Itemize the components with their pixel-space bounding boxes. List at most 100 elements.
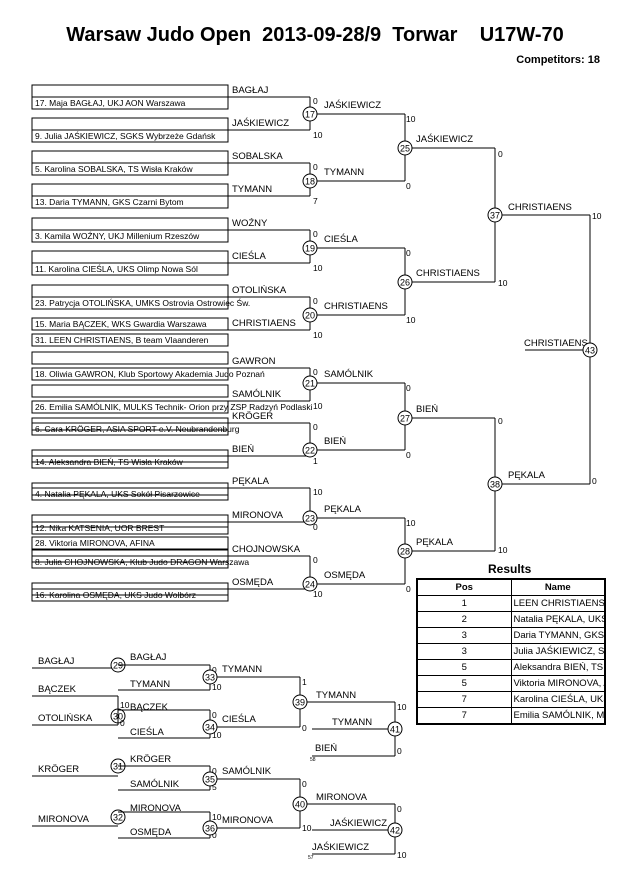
winner-name: BIEŃ <box>416 404 438 415</box>
entry-box <box>31 96 229 110</box>
score: 58 <box>310 757 316 763</box>
winner-name: PĘKALA <box>508 470 546 481</box>
score: 0 <box>313 555 318 565</box>
score: 10 <box>313 401 323 411</box>
match-number: 39 <box>295 697 305 707</box>
match-number: 28 <box>400 546 410 556</box>
score: 0 <box>406 450 411 460</box>
score: 10 <box>313 263 323 273</box>
competitor-name: OTOLIŃSKA <box>38 713 93 724</box>
score: 0 <box>212 766 217 776</box>
match-number: 20 <box>305 310 315 320</box>
match-circle <box>397 274 413 290</box>
competitor-name: SOBALSKA <box>232 151 283 162</box>
match-number: 18 <box>305 176 315 186</box>
winner-name: CIEŚLA <box>324 233 358 245</box>
match-number: 32 <box>113 812 123 822</box>
entry-box <box>31 217 229 231</box>
entry-name: 17. Maja BAGŁAJ, UKJ AON Warszawa <box>35 98 186 108</box>
match-number: 42 <box>390 825 400 835</box>
match-number: 36 <box>205 823 215 833</box>
score: 10 <box>592 211 602 221</box>
result-name: Aleksandra BIEŃ, TS Wisła Kraków <box>510 659 606 676</box>
score: 0 <box>498 416 503 426</box>
score: 10 <box>498 278 508 288</box>
score: 10 <box>313 130 323 140</box>
score: 0 <box>302 779 307 789</box>
match-circle <box>302 173 318 189</box>
winner-name: TYMANN <box>332 717 372 728</box>
score: 0 <box>212 665 217 675</box>
competitor-name: BAGŁAJ <box>232 85 269 96</box>
match-number: 38 <box>490 479 500 489</box>
entry-box <box>31 384 229 398</box>
competitor-name: MIRONOVA <box>38 814 90 825</box>
column-header-name: Name <box>510 578 606 596</box>
match-number: 34 <box>205 722 215 732</box>
winner-name: PĘKALA <box>416 537 454 548</box>
score: 57 <box>308 855 314 861</box>
winner-name: MIRONOVA <box>222 815 274 826</box>
winner-name: MIRONOVA <box>316 792 368 803</box>
match-circle <box>202 820 218 836</box>
winner-name: JAŚKIEWICZ <box>416 133 473 145</box>
entry-name: 11. Karolina CIEŚLA, UKS Olimp Nowa Sól <box>35 263 198 274</box>
score: 0 <box>592 476 597 486</box>
score: 10 <box>313 330 323 340</box>
entry-name: 26. Emilia SAMÓLNIK, MULKS Technik- Orio… <box>35 402 313 412</box>
match-circle <box>387 721 403 737</box>
score: 10 <box>498 545 508 555</box>
winner-name: PĘKALA <box>324 504 362 515</box>
match-number: 17 <box>305 109 315 119</box>
match-number: 19 <box>305 243 315 253</box>
results-heading: Results <box>488 562 532 576</box>
entry-box <box>31 262 229 276</box>
winner-name: JAŚKIEWICZ <box>330 817 387 829</box>
competitor-name: KRÖGER <box>38 764 79 775</box>
competitor-name: OSMĘDA <box>232 577 274 588</box>
entry-name: 8. Julia CHOJNOWSKA, Klub Judo DRAGON Wa… <box>35 557 249 567</box>
result-pos: 7 <box>416 707 512 725</box>
result-pos: 1 <box>416 595 512 612</box>
score: 10 <box>397 702 407 712</box>
competitor-name: SAMÓLNIK <box>232 389 282 400</box>
result-pos: 5 <box>416 659 512 676</box>
winner-name: CHRISTIAENS <box>324 301 388 312</box>
result-name: Karolina CIEŚLA, UKS Olimp Nowa S <box>510 691 606 708</box>
entry-name: 13. Daria TYMANN, GKS Czarni Bytom <box>35 197 184 207</box>
competitor-name: KRÖGER <box>130 754 171 765</box>
winner-name: CHRISTIAENS <box>524 338 588 349</box>
competitor-name: GAWRON <box>232 356 276 367</box>
competitors-count: Competitors: 18 <box>516 54 600 66</box>
score: 10 <box>406 518 416 528</box>
result-name: LEEN CHRISTIAENS, B team Vlaand <box>510 595 606 612</box>
page-title: Warsaw Judo Open 2013-09-28/9 Torwar U17… <box>66 24 564 46</box>
match-circle <box>202 719 218 735</box>
match-circle <box>397 140 413 156</box>
entry-box <box>31 162 229 176</box>
match-number: 43 <box>585 345 595 355</box>
match-circle <box>582 342 598 358</box>
entry-name: 6. Cara KRÖGER, ASIA SPORT e.V. Neubrand… <box>35 424 240 434</box>
match-circle <box>302 307 318 323</box>
competitor-name: TYMANN <box>130 679 170 690</box>
entry-name: 31. LEEN CHRISTIAENS, B team Vlaanderen <box>35 335 209 345</box>
entry-box <box>31 400 229 414</box>
competitor-name: BAGŁAJ <box>38 656 75 667</box>
entry-name: 12. Nika KATSENIA, UOR BREST <box>35 523 164 533</box>
entry-box <box>31 229 229 243</box>
entry-box <box>31 487 229 501</box>
match-number: 23 <box>305 513 315 523</box>
score: 10 <box>302 823 312 833</box>
score: 10 <box>313 487 323 497</box>
score: 5 <box>212 782 217 792</box>
competitor-name: TYMANN <box>232 184 272 195</box>
score: 0 <box>313 96 318 106</box>
result-pos: 2 <box>416 611 512 628</box>
results-header-row: Pos Name <box>416 578 606 596</box>
score: 0 <box>120 718 125 728</box>
competitor-name: CHOJNOWSKA <box>232 544 301 555</box>
